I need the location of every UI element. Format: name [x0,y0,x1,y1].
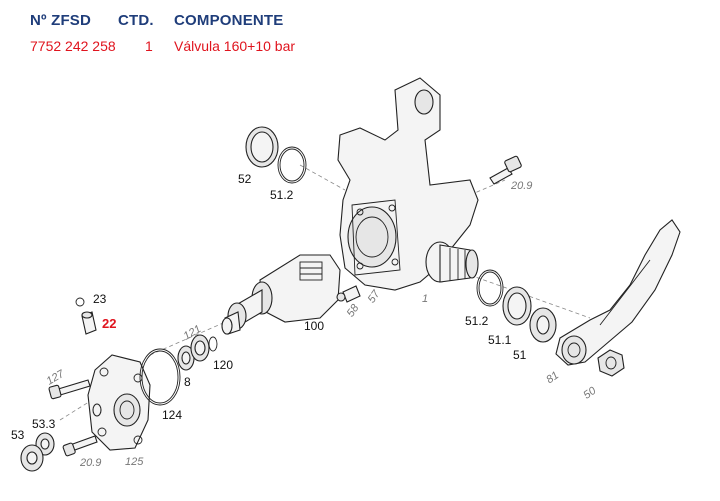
seal-ring-52 [245,126,279,168]
screw-22 [81,311,97,335]
end-cover [87,354,151,451]
valve-body-assembly [221,254,341,335]
callout-1: 1 [422,293,428,305]
callout-51-2-top: 51.2 [270,188,294,202]
nut-50 [597,349,625,377]
column-header-zfsd: Nº ZFSD [30,12,92,29]
washer-51 [529,307,557,343]
callout-120: 120 [213,358,233,372]
o-ring-124 [139,348,181,406]
callout-8: 8 [184,375,191,389]
fitting-57 [336,285,361,303]
callout-81: 81 [544,369,561,386]
callout-53-3: 53.3 [32,417,56,431]
column-header-ctd: CTD. [118,12,154,29]
callout-50: 50 [581,384,599,401]
pitman-arm [555,219,681,366]
column-header-componente: COMPONENTE [174,12,284,29]
steering-knuckle-housing [337,77,479,291]
bolt-20-9-top [489,155,522,185]
bolt-127 [48,379,91,400]
bolt-20-9-bottom [62,435,98,457]
plug-23 [75,297,85,307]
seal-120 [190,334,210,362]
callout-100: 100 [304,319,324,333]
ring-8 [177,345,195,371]
callout-20-9-bottom: 20.9 [79,457,101,469]
callout-125: 125 [125,456,144,468]
callout-20-9-top: 20.9 [510,180,532,192]
callout-51-2-right: 51.2 [465,314,489,328]
callout-124: 124 [162,408,182,422]
callout-52: 52 [238,172,252,186]
row-ctd-value: 1 [145,38,153,54]
callout-57: 57 [366,288,383,306]
callout-23: 23 [93,292,107,306]
callout-127: 127 [44,368,67,388]
seal-ring-51-2-right [476,269,504,307]
callout-51-1: 51.1 [488,333,512,347]
callout-labels: 52 51.2 20.9 57 58 1 23 22 121 100 51.2 … [11,172,599,469]
seal-ring-51-1 [502,286,532,326]
callout-22: 22 [102,316,116,331]
callout-51: 51 [513,348,527,362]
row-componente-value: Válvula 160+10 bar [174,38,296,54]
row-zfsd-value: 7752 242 258 [30,38,116,54]
seal-53 [20,444,44,472]
callout-53: 53 [11,428,25,442]
ring-121 [208,336,218,352]
callout-58: 58 [345,302,362,320]
output-shaft [425,241,479,283]
seal-ring-51-2-top [277,146,307,184]
